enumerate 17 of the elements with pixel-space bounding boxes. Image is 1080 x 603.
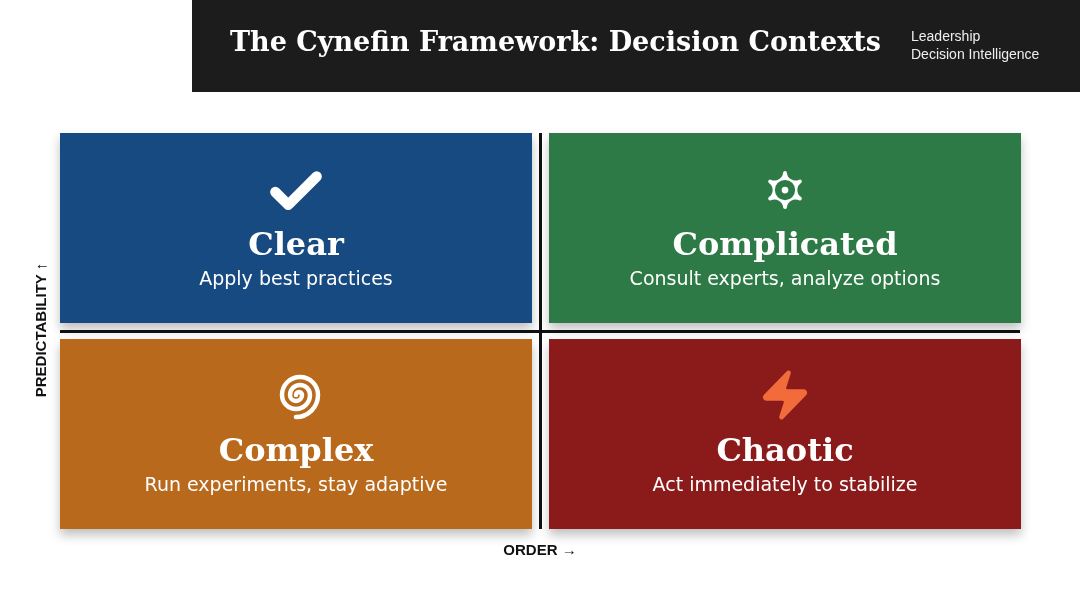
title: The Cynefin Framework: Decision Contexts: [230, 26, 881, 57]
quadrant-description: Apply best practices: [199, 267, 393, 289]
quadrant-panel: [549, 339, 1021, 529]
quadrant-panel: [60, 339, 532, 529]
axis-label: ORDER →: [503, 541, 577, 558]
quadrant-description: Act immediately to stabilize: [652, 473, 918, 495]
quadrant-panel: [549, 133, 1021, 323]
quadrant-title: Complicated: [672, 225, 898, 263]
quadrant-title: Complex: [218, 431, 374, 469]
quadrant-description: Run experiments, stay adaptive: [144, 473, 448, 495]
quadrant-panel: [60, 133, 532, 323]
subtitle-text: Leadership: [911, 28, 981, 44]
quadrant-title: Chaotic: [716, 431, 854, 469]
quadrant-title: Clear: [248, 225, 344, 263]
quadrant-description: Consult experts, analyze options: [629, 267, 941, 289]
subtitle-text: Decision Intelligence: [911, 46, 1040, 62]
axis-label: PREDICTABILITY ↑: [31, 262, 49, 398]
